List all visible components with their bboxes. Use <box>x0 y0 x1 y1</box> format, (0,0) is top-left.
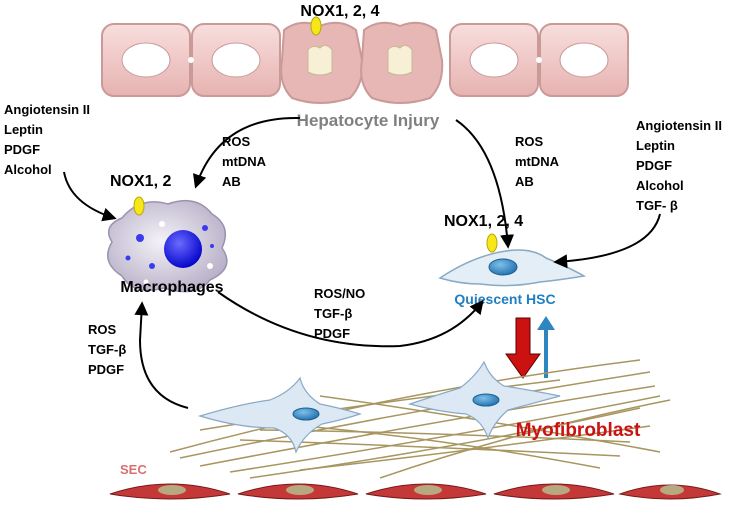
stimulus-label: Angiotensin II <box>4 102 90 117</box>
stimulus-label: Angiotensin II <box>636 118 722 133</box>
nox-enzyme-icon <box>310 16 322 36</box>
signal-label: AB <box>222 174 241 189</box>
hepatocyte-nucleus <box>469 42 519 78</box>
arrow-injury-to-hsc <box>455 119 515 249</box>
nox-enzyme-icon <box>133 196 145 216</box>
stellate-cell-icon <box>438 249 587 287</box>
left-stimuli-list: Angiotensin II Leptin PDGF Alcohol <box>4 102 90 177</box>
signal-label: TGF-β <box>314 306 352 321</box>
arrow-myofibroblast-to-macrophage <box>134 301 189 409</box>
pathway-arrows <box>63 116 661 409</box>
nox-hsc-label: NOX1, 2, 4 <box>444 213 523 230</box>
myo-to-mac-signals: ROS TGF-β PDGF <box>88 322 126 377</box>
myofibroblast-label: Myofibroblast <box>516 420 641 441</box>
stimulus-label: PDGF <box>4 142 40 157</box>
macrophage-cell-icon <box>107 199 228 293</box>
arrow-injury-to-macrophage <box>193 116 301 189</box>
myofibroblast-icon <box>197 360 561 454</box>
right-stimuli-list: Angiotensin II Leptin PDGF Alcohol TGF- … <box>636 118 722 213</box>
hepatocyte-nucleus <box>211 42 261 78</box>
hepatocyte-row <box>101 21 629 104</box>
signal-label: ROS <box>88 322 117 337</box>
endothelial-cell-icon <box>109 483 722 500</box>
sec-label: SEC <box>120 462 147 477</box>
injured-nucleus <box>387 44 413 76</box>
macrophages-label: Macrophages <box>120 279 223 296</box>
hepatocyte-nucleus <box>121 42 171 78</box>
nox-top-label: NOX1, 2, 4 <box>300 3 379 20</box>
signal-label: ROS/NO <box>314 286 365 301</box>
activation-arrows <box>505 316 555 379</box>
signal-label: TGF-β <box>88 342 126 357</box>
stimulus-label: Alcohol <box>636 178 684 193</box>
arrow-left-stimuli-to-macrophage <box>63 171 117 222</box>
quiescent-hsc-label: Quiescent HSC <box>454 291 555 307</box>
stimulus-label: TGF- β <box>636 198 678 213</box>
signal-label: AB <box>515 174 534 189</box>
nox-enzyme-icon <box>486 233 498 253</box>
arrow-macrophage-to-hsc <box>217 291 484 348</box>
signal-label: ROS <box>515 134 544 149</box>
signal-label: mtDNA <box>515 154 560 169</box>
stimulus-label: Leptin <box>4 122 43 137</box>
signal-label: PDGF <box>314 326 350 341</box>
stimulus-label: Alcohol <box>4 162 52 177</box>
hepatocyte-injury-label: Hepatocyte Injury <box>297 111 440 130</box>
left-damage-signals: ROS mtDNA AB <box>222 134 267 189</box>
stimulus-label: PDGF <box>636 158 672 173</box>
signal-label: mtDNA <box>222 154 267 169</box>
nox-macrophage-label: NOX1, 2 <box>110 173 171 190</box>
injured-nucleus <box>307 44 333 76</box>
signal-label: PDGF <box>88 362 124 377</box>
activation-arrow-down <box>505 317 541 379</box>
arrow-right-stimuli-to-hsc <box>553 213 661 269</box>
hepatocyte-nucleus <box>559 42 609 78</box>
mac-to-hsc-signals: ROS/NO TGF-β PDGF <box>314 286 365 341</box>
right-damage-signals: ROS mtDNA AB <box>515 134 560 189</box>
signal-label: ROS <box>222 134 251 149</box>
stimulus-label: Leptin <box>636 138 675 153</box>
